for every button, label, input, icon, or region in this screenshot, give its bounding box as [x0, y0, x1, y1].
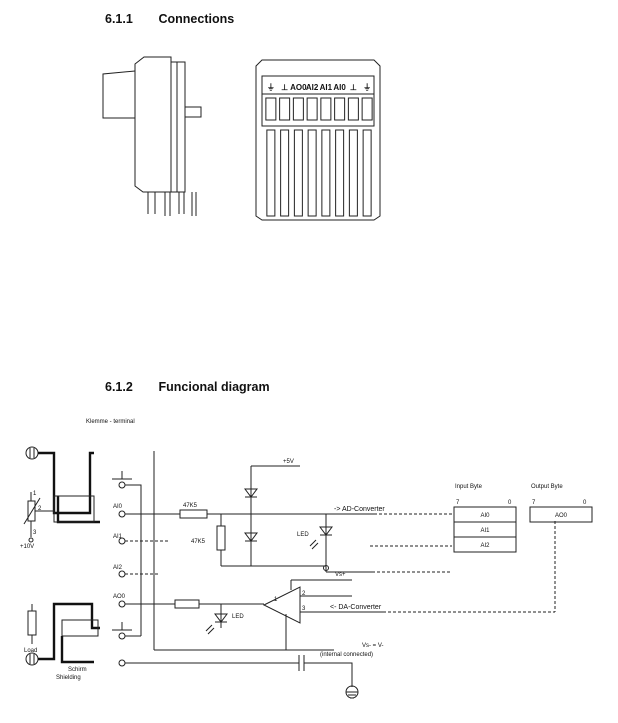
opamp-pin-1: 1: [274, 597, 278, 603]
load-label: Load: [24, 648, 37, 654]
byte-cell-label: AI0: [480, 513, 490, 519]
vs-minus-label: Vs- = V-: [362, 643, 384, 649]
terminal-strip-label: ⏚: [267, 83, 275, 92]
earth-ground-icon: [345, 685, 359, 699]
output-byte-title: Output Byte: [531, 484, 563, 490]
section-title: Funcional diagram: [158, 380, 270, 394]
terminal-socket-row: [265, 97, 373, 121]
terminal-ai1-label: AI1: [113, 534, 123, 540]
output-byte-msb: 7: [532, 500, 536, 506]
ad-converter-label: -> AD-Converter: [334, 506, 385, 513]
led-2-label: LED: [232, 614, 244, 620]
opamp-pin-2: 2: [302, 591, 306, 597]
da-converter-label: <- DA-Converter: [330, 604, 382, 611]
svg-text:2: 2: [38, 506, 42, 512]
terminal-socket: [361, 97, 373, 121]
section-title: Connections: [158, 12, 235, 26]
terminal-socket: [265, 97, 277, 121]
load-resistor: Load: [24, 604, 37, 654]
output-byte-lsb: 0: [583, 500, 587, 506]
terminal-slot: [362, 129, 372, 217]
terminal-strip-label: AI2: [306, 83, 319, 92]
terminal-socket: [347, 97, 359, 121]
svg-text:3: 3: [33, 530, 37, 536]
terminal-slot: [266, 129, 276, 217]
input-byte-lsb: 0: [508, 500, 512, 506]
terminal-slot: [280, 129, 290, 217]
section-number: 6.1.1: [105, 12, 133, 26]
terminal-slot: [293, 129, 303, 217]
resistor-47k5-label-2: 47K5: [191, 539, 206, 545]
byte-cell: [529, 506, 593, 523]
shielding-label: Shielding: [56, 675, 81, 681]
terminal-ai0-label: AI0: [113, 504, 123, 510]
input-byte-msb: 7: [456, 500, 460, 506]
terminal-strip-label: ⏚: [363, 83, 371, 92]
section-number: 6.1.2: [105, 380, 133, 394]
terminal-strip-label: AI1: [320, 83, 333, 92]
byte-cell-label: AO0: [555, 513, 568, 519]
terminal-strip-label: ⊥: [350, 83, 357, 92]
byte-cell-label: AI1: [480, 528, 490, 534]
schirm-label: Schirm: [68, 667, 87, 673]
terminal-ao0-label: AO0: [113, 594, 126, 600]
output-byte-table: AO0: [529, 506, 593, 523]
terminal-ai2-label: AI2: [113, 565, 123, 571]
byte-cell-label: AI2: [480, 543, 490, 549]
plus-10v-label: +10V: [20, 544, 34, 550]
led-1-label: LED: [297, 532, 309, 538]
terminal-slot: [307, 129, 317, 217]
module-side-view: [102, 56, 202, 216]
terminal-socket: [306, 97, 318, 121]
terminal-socket: [292, 97, 304, 121]
section-heading-connections: 6.1.1 Connections: [105, 12, 234, 26]
resistor-47k5-label: 47K5: [183, 503, 198, 509]
input-byte-title: Input Byte: [455, 484, 483, 490]
terminal-socket: [334, 97, 346, 121]
terminal-slot-row: [266, 129, 372, 217]
terminal-strip-label: ⊥: [281, 83, 288, 92]
terminal-block-label: Klemme - terminal: [86, 419, 135, 425]
vs-plus-label: Vs+: [335, 572, 346, 578]
terminal-slot: [321, 129, 331, 217]
plus-5v-label: +5V: [283, 459, 294, 465]
terminal-slot: [348, 129, 358, 217]
terminal-strip-label: AI0: [333, 83, 346, 92]
terminal-slot: [335, 129, 345, 217]
potentiometer: 1 2 3 +10V: [20, 491, 54, 550]
byte-cell: [453, 536, 517, 553]
terminal-socket: [320, 97, 332, 121]
opamp-pin-3: 3: [302, 606, 306, 612]
svg-text:1: 1: [33, 491, 37, 497]
ground-screw-top: [25, 446, 39, 460]
terminal-socket: [279, 97, 291, 121]
section-heading-functional: 6.1.2 Funcional diagram: [105, 380, 270, 394]
terminal-strip-label: AO0: [290, 83, 307, 92]
internal-connected-label: (internal connected): [320, 652, 373, 658]
ground-screw-bottom: [25, 652, 39, 666]
